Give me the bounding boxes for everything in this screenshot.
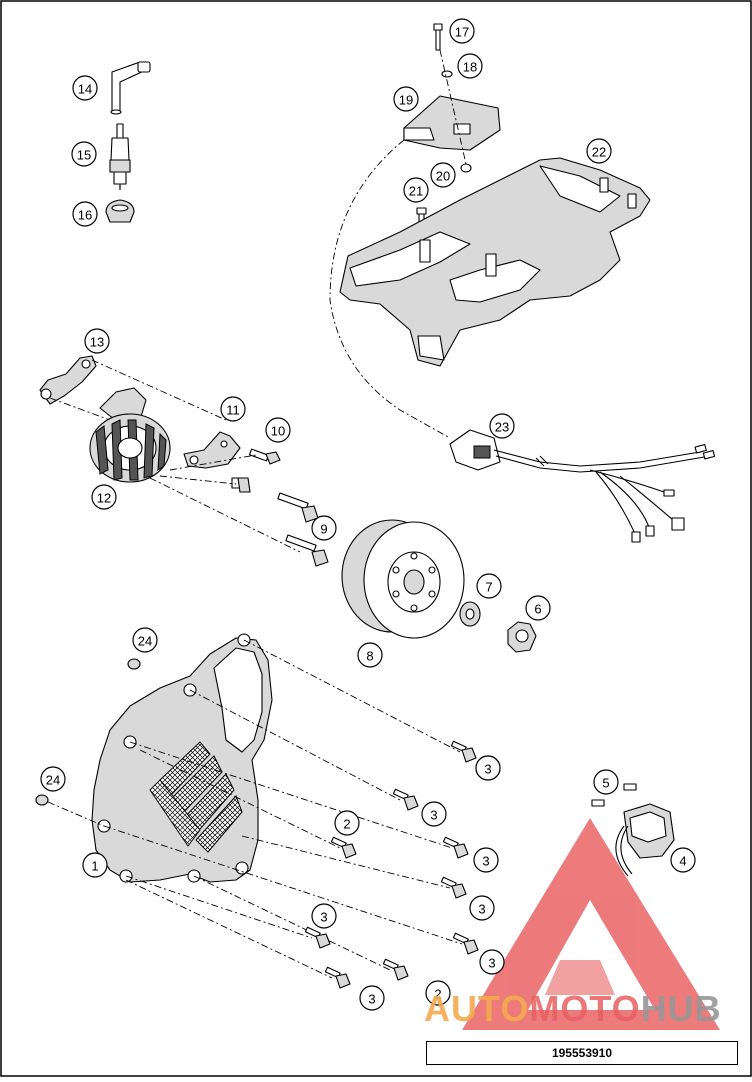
callout-6: 6 — [525, 595, 551, 621]
callout-21: 21 — [403, 177, 429, 203]
callout-3: 3 — [421, 801, 447, 827]
plug-24-lower — [35, 794, 49, 806]
callout-number: 14 — [78, 82, 92, 97]
screw-9-lower — [285, 534, 329, 567]
wiring-harness-23 — [449, 429, 716, 543]
callout-11: 11 — [220, 396, 246, 422]
callout-number: 13 — [90, 335, 104, 350]
callout-number: 20 — [436, 169, 450, 184]
spark-plug-washer — [105, 199, 135, 223]
callout-number: 23 — [495, 420, 509, 435]
callout-number: 15 — [77, 148, 91, 163]
callout-number: 24 — [138, 634, 152, 649]
callout-9: 9 — [311, 515, 337, 541]
callout-23: 23 — [489, 413, 515, 439]
callout-19: 19 — [393, 86, 419, 112]
callout-12: 12 — [91, 484, 117, 510]
screw-9 — [277, 492, 319, 523]
callout-number: 6 — [534, 602, 541, 617]
callout-1: 1 — [82, 852, 108, 878]
callout-number: 4 — [679, 854, 686, 869]
callout-18: 18 — [457, 53, 483, 79]
callout-16: 16 — [72, 201, 98, 227]
flywheel-8 — [341, 519, 465, 639]
callout-3: 3 — [469, 895, 495, 921]
callout-number: 16 — [78, 208, 92, 223]
callout-number: 17 — [455, 25, 469, 40]
ignition-coil-4 — [615, 803, 675, 877]
callout-labels: 1223333333345678910111213141516171819202… — [40, 18, 696, 1011]
callout-number: 11 — [226, 403, 240, 418]
cable-guide-13 — [39, 355, 97, 405]
callout-24: 24 — [40, 766, 66, 792]
callout-number: 19 — [399, 93, 413, 108]
generator-cover-1 — [91, 633, 273, 883]
washer-7 — [459, 601, 481, 627]
callout-22: 22 — [586, 138, 612, 164]
washer-18 — [441, 70, 453, 78]
callout-number: 10 — [271, 424, 285, 439]
stator-12 — [89, 387, 171, 483]
screws-3 — [304, 740, 479, 989]
screw-9-upper — [231, 477, 251, 493]
callout-3: 3 — [473, 847, 499, 873]
callout-13: 13 — [84, 328, 110, 354]
callout-3: 3 — [475, 755, 501, 781]
callout-number: 2 — [434, 987, 441, 1002]
callout-number: 22 — [592, 145, 606, 160]
screw-10 — [248, 448, 281, 465]
spark-plug-cap — [110, 61, 151, 115]
callout-3: 3 — [311, 903, 337, 929]
spark-plug — [109, 123, 131, 190]
callout-number: 3 — [482, 854, 489, 869]
callout-2: 2 — [425, 980, 451, 1006]
screws-5 — [591, 783, 637, 807]
callout-4: 4 — [670, 847, 696, 873]
screws-2 — [330, 836, 409, 981]
callout-number: 3 — [368, 992, 375, 1007]
callout-number: 18 — [463, 60, 477, 75]
callout-number: 24 — [46, 773, 60, 788]
callout-14: 14 — [72, 75, 98, 101]
callout-number: 3 — [488, 956, 495, 971]
callout-17: 17 — [449, 18, 475, 44]
grommet-20 — [460, 163, 472, 173]
callout-7: 7 — [476, 573, 502, 599]
plug-24-upper — [127, 658, 141, 670]
document-number: 195553910 — [426, 1041, 738, 1065]
callout-number: 3 — [320, 910, 327, 925]
callout-number: 21 — [409, 184, 423, 199]
callout-24: 24 — [132, 627, 158, 653]
callout-10: 10 — [265, 417, 291, 443]
callout-3: 3 — [359, 985, 385, 1011]
callout-8: 8 — [357, 642, 383, 668]
watermark-brand: AUTOMOTOHUB — [424, 988, 722, 1029]
callout-5: 5 — [593, 769, 619, 795]
callout-number: 3 — [478, 902, 485, 917]
callout-number: 8 — [366, 649, 373, 664]
watermark-logo — [462, 818, 720, 1030]
callout-number: 9 — [320, 522, 327, 537]
callout-number: 3 — [484, 762, 491, 777]
callout-3: 3 — [479, 949, 505, 975]
callout-2: 2 — [334, 810, 360, 836]
callout-number: 5 — [602, 776, 609, 791]
nut-6 — [507, 621, 537, 653]
callout-number: 7 — [485, 580, 492, 595]
callout-number: 1 — [91, 859, 98, 874]
callout-20: 20 — [430, 162, 456, 188]
callout-number: 3 — [430, 808, 437, 823]
holder-11 — [183, 431, 241, 469]
control-unit-cover-19 — [403, 95, 501, 151]
callout-number: 12 — [97, 491, 111, 506]
screw-17 — [433, 23, 443, 51]
electronics-bracket-22 — [339, 157, 651, 367]
callout-15: 15 — [71, 141, 97, 167]
callout-number: 2 — [343, 817, 350, 832]
